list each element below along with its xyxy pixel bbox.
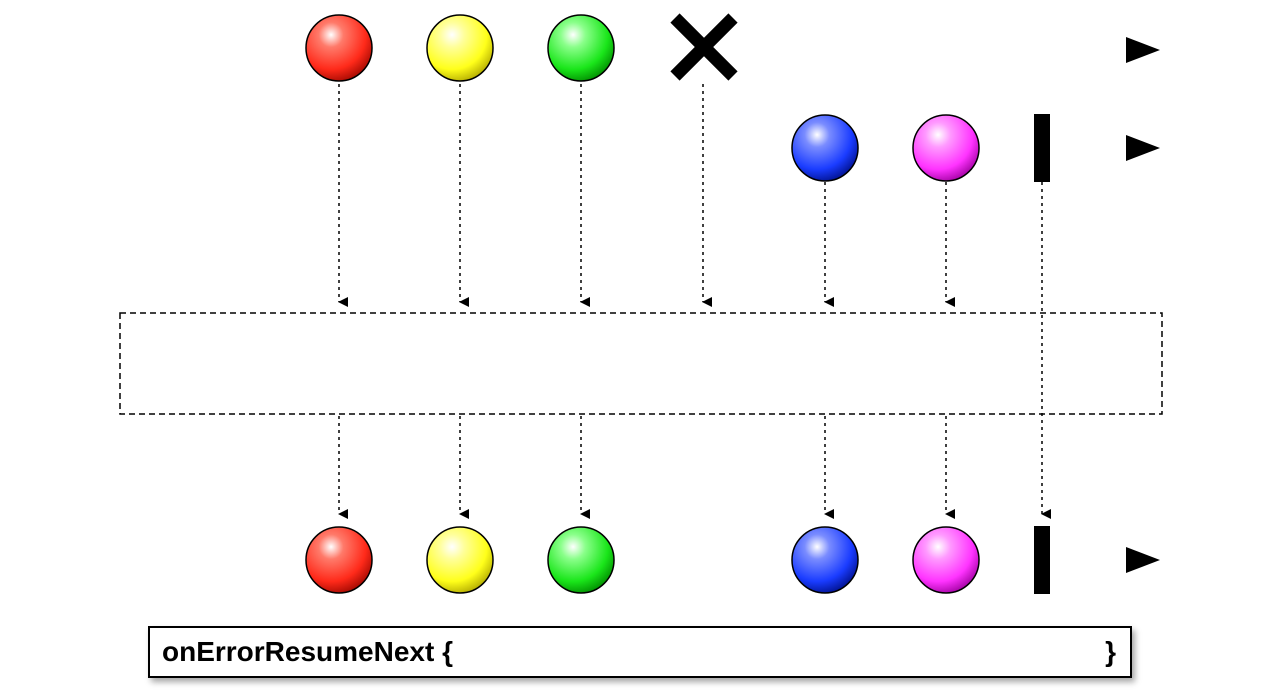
resume-marbles [791,114,1050,182]
operator-box [119,312,1163,415]
output-timeline-arrowhead [1126,547,1160,573]
marble-yellow [426,14,494,82]
output-timeline [120,547,1160,573]
operator-name: onErrorResumeNext { [162,636,453,667]
operator-label-box: onErrorResumeNext { } [148,626,1132,678]
marble-blue [791,526,859,594]
marble-red [305,526,373,594]
completion-marker [1034,114,1050,182]
source-timeline [120,37,1160,63]
error-icon [670,13,738,81]
marble-red [305,14,373,82]
output-connectors [338,416,955,519]
source-marbles [305,14,615,82]
marble-green [547,526,615,594]
marble-magenta [912,114,980,182]
marble-blue [791,114,859,182]
source-timeline-arrowhead [1126,37,1160,63]
marble-magenta [912,526,980,594]
resume-timeline-arrowhead [1126,135,1160,161]
operator-close-brace: } [1105,636,1116,667]
marble-yellow [426,526,494,594]
output-marbles [305,526,1050,594]
input-connectors [338,84,1051,519]
completion-marker [1034,526,1050,594]
marble-green [547,14,615,82]
